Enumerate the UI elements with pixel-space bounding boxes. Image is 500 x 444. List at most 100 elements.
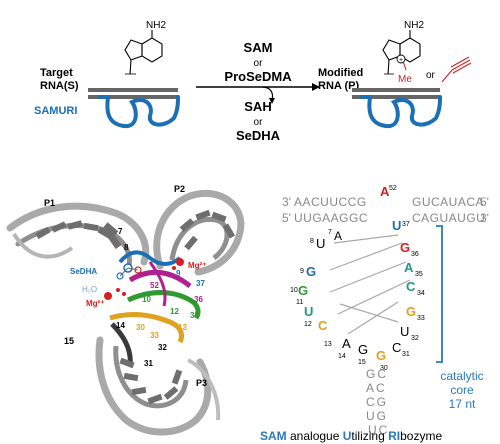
nt-36-label: 36 <box>194 295 203 304</box>
nt-37-num: 37 <box>402 221 410 228</box>
methyl-label: Me <box>398 74 412 85</box>
samuri-label: SAMURI <box>34 105 77 117</box>
reagent-or-1: or <box>254 58 264 69</box>
end-3-right: 3' <box>480 211 489 225</box>
caption-sam: SAM <box>260 429 287 443</box>
product-adenine <box>382 30 421 75</box>
nt-a52-num: 52 <box>389 185 397 192</box>
mg-ion-left <box>104 292 112 300</box>
reagent-sam: SAM <box>244 40 273 55</box>
catalytic-core-bracket <box>436 225 443 363</box>
secondary-structure: 3' 5' 5' 3' AACUUCCG GUCAUACA UUGAAGGC C… <box>282 184 489 437</box>
reaction-arrow <box>196 83 320 104</box>
substrate-nh2-label: NH2 <box>146 20 166 31</box>
reagent-prosedma: ProSeDMA <box>224 69 292 84</box>
nt-13-label: 13 <box>178 323 187 332</box>
nt-7-label: 7 <box>118 227 123 236</box>
nt-7-num: 7 <box>328 229 332 236</box>
byproduct-or-2: or <box>254 117 264 128</box>
mg-right-label: Mg²⁺ <box>188 261 206 270</box>
nt-33-label: 33 <box>150 331 159 340</box>
nt-30-num: 30 <box>380 365 388 372</box>
nt-32-label: 32 <box>158 343 167 352</box>
mg-ion-right <box>176 258 184 266</box>
nt-9-num: 9 <box>300 268 304 275</box>
p3-label: P3 <box>196 378 207 388</box>
nt-g36: G <box>400 240 410 255</box>
loop-row-5: UC <box>368 423 389 437</box>
nt-g9: G <box>306 264 316 279</box>
water-label: H₂O <box>82 285 97 294</box>
tertiary-contact-lines <box>329 234 411 335</box>
nt-36-num: 36 <box>411 251 419 258</box>
caption-ri: RI <box>388 429 400 443</box>
nt-8-label: 8 <box>124 243 129 252</box>
top-strand-right: GUCAUACA <box>412 195 484 209</box>
nt-31-num: 31 <box>402 351 410 358</box>
nt-34-num: 34 <box>417 290 425 297</box>
end-5-right: 5' <box>480 195 489 209</box>
nt-a7: A <box>334 229 342 243</box>
nt-c31: C <box>392 340 401 355</box>
nt-35-label: 35 <box>190 311 199 320</box>
loop-row-2: AC <box>366 381 387 395</box>
core-label-3: 17 nt <box>449 397 476 411</box>
top-strand-left: AACUUCCG <box>294 195 367 209</box>
caption-part-3: bozyme <box>400 429 442 443</box>
caption-part-2: tilizing <box>351 429 388 443</box>
sedha-label: SeDHA <box>70 267 97 276</box>
bottom-strand-left: UUGAAGGC <box>294 211 368 225</box>
sedha-ligand <box>116 263 142 280</box>
caption-part-1: analogue <box>287 429 343 443</box>
core-label-2: core <box>450 383 474 397</box>
nt-10-num: 10 <box>290 287 298 294</box>
or-label: or <box>426 70 436 81</box>
nt-11-num: 11 <box>296 299 303 306</box>
nt-g30: G <box>376 348 386 363</box>
helix-15-label: 15 <box>64 336 74 346</box>
product-label-2: RNA (P) <box>318 80 359 92</box>
nt-a14: A <box>342 336 351 351</box>
end-5-left: 5' <box>282 211 291 225</box>
p2-label: P2 <box>174 184 185 194</box>
nt-u11: U <box>304 304 313 319</box>
core-label-1: catalytic <box>440 369 483 383</box>
loop-row-3: CG <box>366 395 388 409</box>
nt-u32: U <box>400 324 409 339</box>
product-label-1: Modified <box>318 67 363 79</box>
samuri-ribozyme <box>98 95 180 129</box>
product-ribozyme <box>360 95 442 129</box>
acronym-caption: SAM analogue Utilizing RIbozyme <box>260 429 442 443</box>
p1-label: P1 <box>44 198 55 208</box>
substrate-adenine <box>124 30 163 75</box>
byproduct-sedha: SeDHA <box>236 128 281 143</box>
product-nh2-label: NH2 <box>404 20 424 31</box>
nt-10-label: 10 <box>142 295 151 304</box>
nt-12-num: 12 <box>304 321 312 328</box>
nt-c12: C <box>318 318 328 333</box>
nt-g10: G <box>298 283 308 298</box>
nt-31-label: 31 <box>144 359 153 368</box>
nt-33-num: 33 <box>417 315 425 322</box>
nt-8-num: 8 <box>310 238 314 245</box>
nt-13-num: 13 <box>324 341 332 348</box>
nt-a52: A <box>380 184 390 199</box>
nt-15-num: 15 <box>358 359 366 366</box>
nt-30-label: 30 <box>136 323 145 332</box>
loop-row-1: GC <box>366 367 388 381</box>
nt-g33: G <box>406 304 416 319</box>
nt-35-num: 35 <box>415 271 423 278</box>
nt-12-label: 12 <box>170 307 179 316</box>
nt-52-label: 52 <box>150 281 159 290</box>
target-label-1: Target <box>40 67 73 79</box>
nt-14-label: 14 <box>116 321 125 330</box>
crystal-structure: P1 P2 P3 15 SeDHA H₂O Mg²⁺ Mg²⁺ 7 8 9 10… <box>6 184 245 436</box>
end-3-left: 3' <box>282 195 291 209</box>
byproduct-sah: SAH <box>244 99 271 114</box>
nt-37-label: 37 <box>196 279 205 288</box>
nt-32-num: 32 <box>411 335 419 342</box>
nt-c34: C <box>406 279 416 294</box>
nt-u37: U <box>392 218 401 233</box>
loop-row-4: UG <box>366 409 388 423</box>
